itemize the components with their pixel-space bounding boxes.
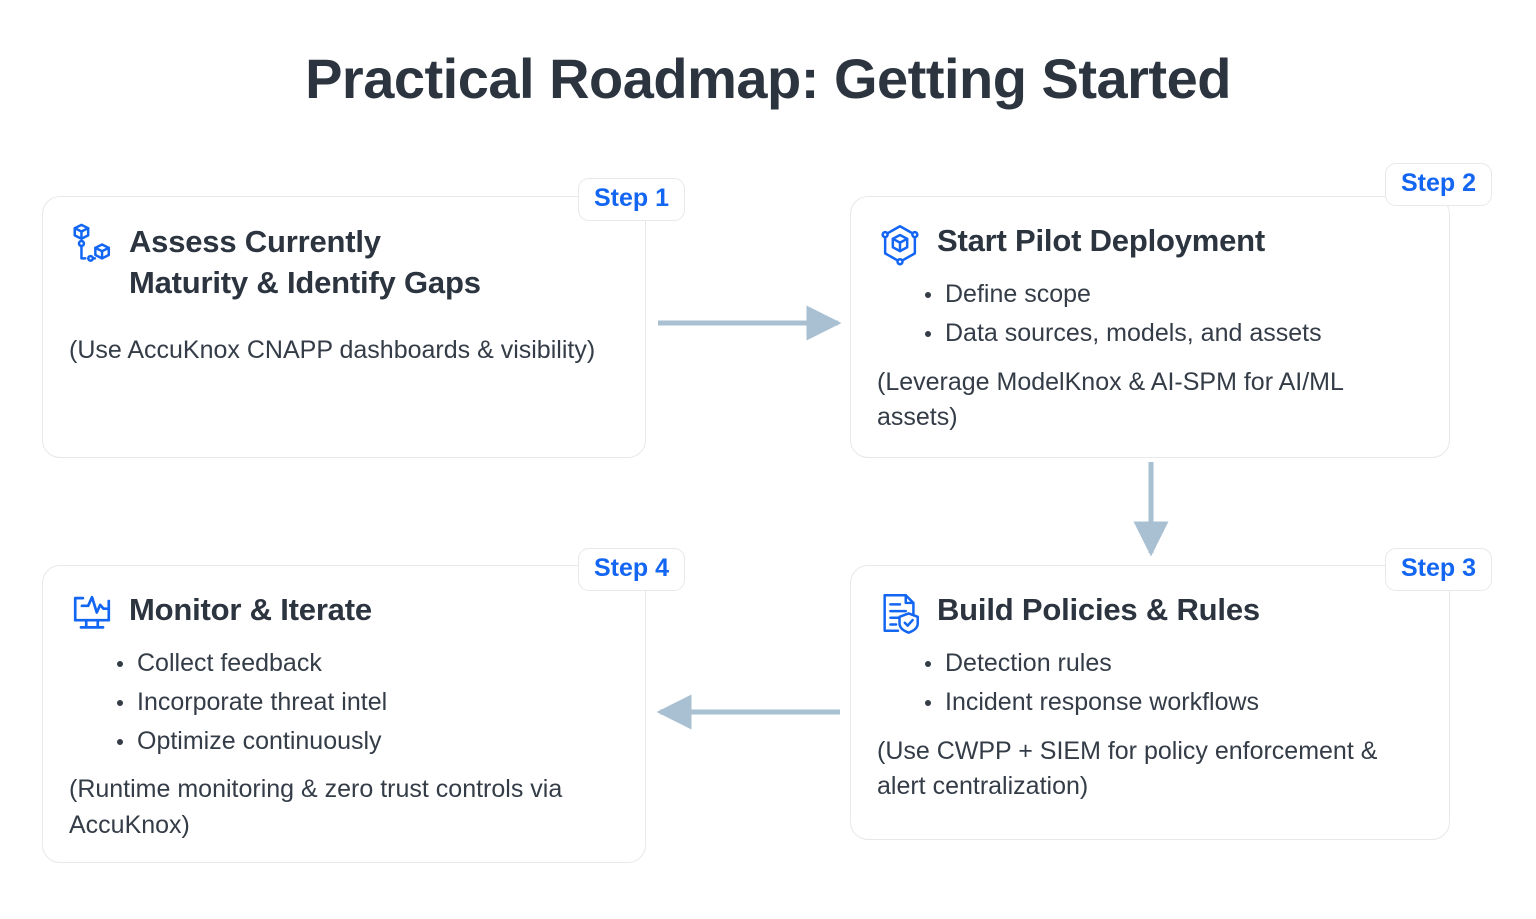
step-3-title-line-1: Build Policies & Rules (937, 592, 1260, 627)
step-1-header: Assess Currently Maturity & Identify Gap… (69, 219, 619, 303)
step-2-badge[interactable]: Step 2 (1385, 163, 1493, 206)
step-2-title: Start Pilot Deployment (937, 219, 1265, 262)
step-4-header: Monitor & Iterate (69, 588, 619, 636)
step-3-header: Build Policies & Rules (877, 588, 1423, 636)
document-shield-check-icon (877, 590, 923, 636)
step-3-bullets: Detection rules Incident response workfl… (877, 644, 1423, 722)
step-4-bullets: Collect feedback Incorporate threat inte… (69, 644, 619, 760)
step-3-title: Build Policies & Rules (937, 588, 1260, 631)
list-item: Detection rules (923, 644, 1423, 683)
list-item: Optimize continuously (115, 722, 619, 761)
list-item: Define scope (923, 275, 1423, 314)
list-item: Data sources, models, and assets (923, 314, 1423, 353)
step-2-note: (Leverage ModelKnox & AI-SPM for AI/ML a… (877, 367, 1343, 432)
step-1-title-line-2: Maturity & Identify Gaps (129, 265, 481, 301)
step-4-badge[interactable]: Step 4 (578, 548, 686, 591)
list-item: Collect feedback (115, 644, 619, 683)
step-1-title: Assess Currently Maturity & Identify Gap… (129, 219, 481, 303)
step-4-title-line-1: Monitor & Iterate (129, 592, 372, 627)
list-item: Incident response workflows (923, 683, 1423, 722)
list-item: Incorporate threat intel (115, 683, 619, 722)
step-card-3[interactable]: Build Policies & Rules Detection rules I… (850, 565, 1450, 840)
hexagon-cube-icon (877, 221, 923, 267)
step-2-bullets: Define scope Data sources, models, and a… (877, 275, 1423, 353)
step-4-note: (Runtime monitoring & zero trust control… (69, 775, 563, 839)
step-3-note: (Use CWPP + SIEM for policy enforcement … (877, 736, 1378, 801)
monitor-pulse-icon (69, 590, 115, 636)
step-card-4[interactable]: Monitor & Iterate Collect feedback Incor… (42, 565, 646, 863)
connected-cubes-icon (69, 221, 115, 267)
step-card-2[interactable]: Start Pilot Deployment Define scope Data… (850, 196, 1450, 458)
step-2-title-line-1: Start Pilot Deployment (937, 223, 1266, 258)
step-1-note: (Use AccuKnox CNAPP dashboards & visibil… (69, 336, 596, 365)
step-card-1[interactable]: Assess Currently Maturity & Identify Gap… (42, 196, 646, 458)
step-1-title-line-1: Assess Currently (129, 224, 381, 259)
step-4-title: Monitor & Iterate (129, 588, 372, 631)
step-1-badge[interactable]: Step 1 (578, 178, 686, 221)
step-3-badge[interactable]: Step 3 (1385, 548, 1493, 591)
page-title: Practical Roadmap: Getting Started (305, 47, 1231, 110)
step-2-header: Start Pilot Deployment (877, 219, 1423, 267)
